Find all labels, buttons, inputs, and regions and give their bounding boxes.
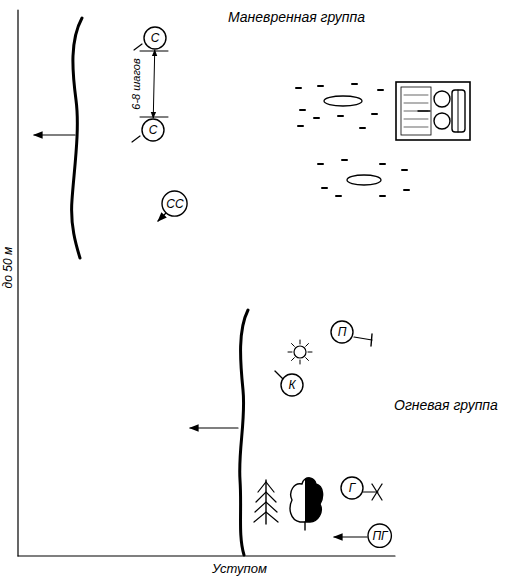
commander-circle: К [280, 373, 304, 397]
dimension-label: до 50 м [2, 245, 15, 291]
machine-gunner-circle: П [330, 320, 354, 344]
group-title: Маневренная группа [228, 10, 365, 25]
soldier-circle: СС [161, 190, 188, 217]
soldier-circle: С [143, 26, 167, 50]
unit-letter: СС [166, 198, 183, 210]
unit-letter: ПГ [372, 530, 387, 542]
spacing-label: 6-8 шагов [130, 56, 142, 111]
group-title: Огневая группа [394, 398, 498, 413]
dimension-line [17, 10, 18, 556]
formation-label: Уступом [212, 562, 267, 576]
unit-letter: П [338, 326, 347, 338]
soldier-circle: С [141, 118, 165, 142]
group-line [72, 18, 82, 258]
unit-letter: Г [349, 482, 356, 494]
unit-letter: С [149, 124, 158, 136]
grenadier-circle: Г [340, 476, 364, 500]
direction-arrow [34, 134, 75, 135]
group-line [240, 310, 248, 555]
direction-arrow [190, 427, 238, 428]
grenade-launcher-circle: ПГ [367, 523, 392, 548]
unit-letter: К [288, 379, 295, 391]
base-line [18, 555, 395, 556]
spacing-dimension [153, 50, 154, 118]
unit-letter: С [151, 32, 160, 44]
